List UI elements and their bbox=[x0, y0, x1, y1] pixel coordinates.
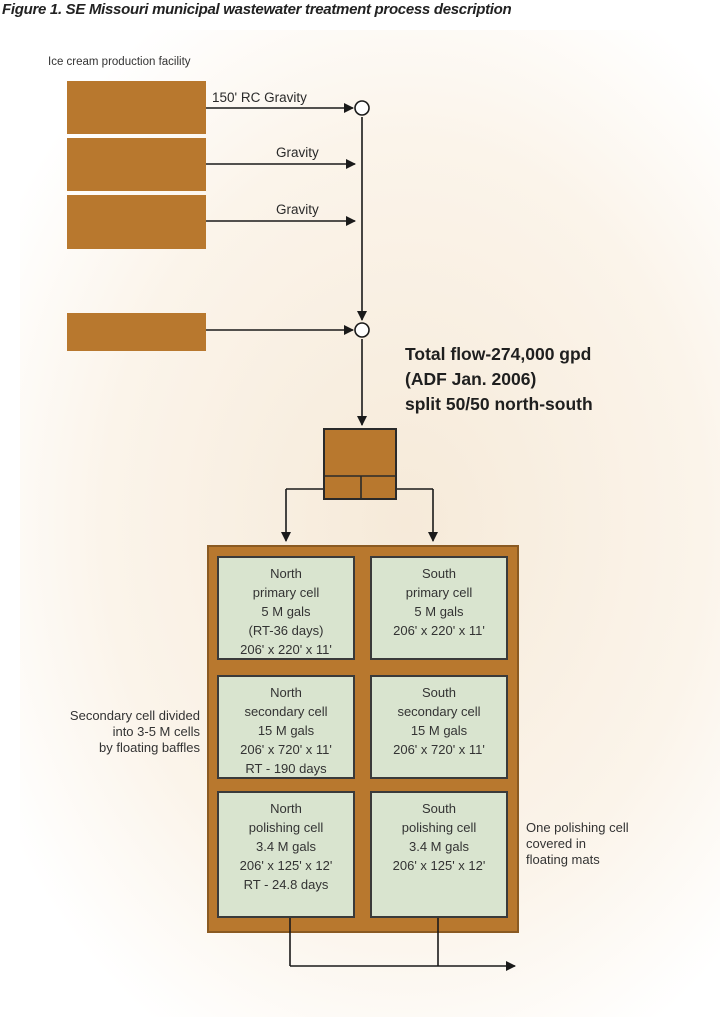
cell-text: primary cell bbox=[405, 585, 473, 600]
south-polishing-cell: South polishing cell 3.4 M gals 206' x 1… bbox=[370, 791, 508, 918]
north-primary-cell: North primary cell 5 M gals (RT-36 days)… bbox=[217, 556, 355, 660]
cell-text: secondary cell bbox=[244, 704, 328, 719]
cell-text: 206' x 125' x 12' bbox=[239, 858, 333, 873]
cell-text: RT - 190 days bbox=[245, 761, 327, 776]
flow-splitter-box bbox=[323, 428, 397, 500]
south-secondary-cell: South secondary cell 15 M gals 206' x 72… bbox=[370, 675, 508, 779]
note-line: covered in bbox=[526, 836, 586, 851]
splitter-dividers bbox=[325, 475, 395, 498]
junction-manhole-2 bbox=[354, 322, 370, 338]
figure-title: Figure 1. SE Missouri municipal wastewat… bbox=[2, 1, 512, 18]
cell-text: 15 M gals bbox=[410, 723, 468, 738]
polishing-cell-note: One polishing cell covered in floating m… bbox=[526, 820, 629, 868]
total-flow-annotation: Total flow-274,000 gpd (ADF Jan. 2006) s… bbox=[405, 342, 593, 417]
secondary-cell-note: Secondary cell divided into 3-5 M cells … bbox=[40, 708, 200, 756]
note-line: Secondary cell divided bbox=[69, 708, 200, 723]
north-secondary-cell: North secondary cell 15 M gals 206' x 72… bbox=[217, 675, 355, 779]
cell-text: polishing cell bbox=[401, 820, 477, 835]
other-source-block bbox=[67, 313, 206, 351]
cell-text: 5 M gals bbox=[414, 604, 464, 619]
cell-text: North bbox=[270, 801, 302, 816]
cell-text: South bbox=[422, 801, 456, 816]
cell-text: RT - 24.8 days bbox=[243, 877, 329, 892]
junction-manhole-1 bbox=[354, 100, 370, 116]
facility-unit-1 bbox=[67, 81, 206, 134]
cell-text: 15 M gals bbox=[257, 723, 315, 738]
pipe-label-2: Gravity bbox=[276, 145, 319, 160]
facility-label: Ice cream production facility bbox=[48, 56, 191, 68]
cell-text: 3.4 M gals bbox=[409, 839, 469, 854]
cell-text: 206' x 220' x 11' bbox=[240, 642, 332, 657]
cell-text: polishing cell bbox=[248, 820, 324, 835]
facility-unit-3 bbox=[67, 195, 206, 249]
total-flow-line-2: (ADF Jan. 2006) bbox=[405, 369, 537, 389]
north-polishing-cell: North polishing cell 3.4 M gals 206' x 1… bbox=[217, 791, 355, 918]
cell-text: 206' x 720' x 11' bbox=[393, 742, 485, 757]
note-line: by floating baffles bbox=[99, 740, 200, 755]
cell-text: South bbox=[422, 685, 456, 700]
facility-unit-2 bbox=[67, 138, 206, 191]
cell-text: North bbox=[270, 685, 302, 700]
cell-text: primary cell bbox=[252, 585, 320, 600]
cell-text: 206' x 220' x 11' bbox=[393, 623, 485, 638]
cell-text: South bbox=[422, 566, 456, 581]
pipe-label-1: 150' RC Gravity bbox=[212, 90, 307, 105]
note-line: floating mats bbox=[526, 852, 600, 867]
note-line: into 3-5 M cells bbox=[112, 724, 200, 739]
cell-text: 3.4 M gals bbox=[256, 839, 316, 854]
cell-text: (RT-36 days) bbox=[248, 623, 324, 638]
south-primary-cell: South primary cell 5 M gals 206' x 220' … bbox=[370, 556, 508, 660]
pipe-label-3: Gravity bbox=[276, 202, 319, 217]
cell-text: North bbox=[270, 566, 302, 581]
note-line: One polishing cell bbox=[526, 820, 629, 835]
cell-text: secondary cell bbox=[397, 704, 481, 719]
total-flow-line-1: Total flow-274,000 gpd bbox=[405, 344, 592, 364]
cell-text: 206' x 720' x 11' bbox=[240, 742, 332, 757]
total-flow-line-3: split 50/50 north-south bbox=[405, 394, 593, 414]
cell-text: 5 M gals bbox=[261, 604, 311, 619]
cell-text: 206' x 125' x 12' bbox=[392, 858, 486, 873]
